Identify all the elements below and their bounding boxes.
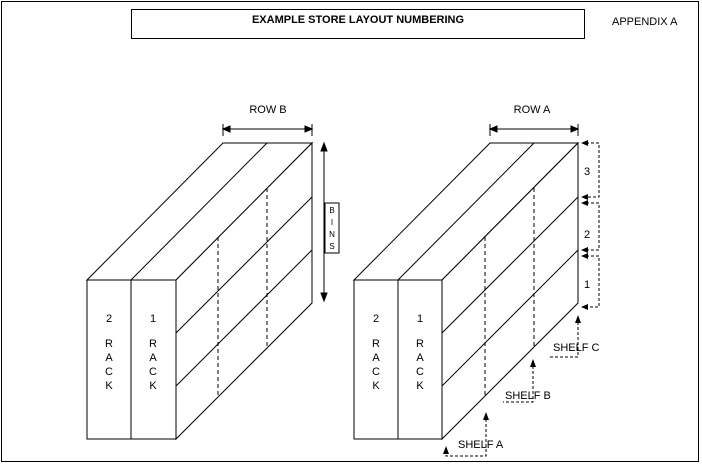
rack-letter: C bbox=[416, 366, 424, 378]
row-b-rack-1-label: 1 R A C K bbox=[149, 313, 157, 392]
shelf-a-label: SHELF A bbox=[458, 439, 504, 451]
row-a-block bbox=[352, 141, 580, 441]
row-a-arrow bbox=[488, 124, 580, 136]
row-b-arrow bbox=[221, 124, 314, 136]
rack-letter: R bbox=[149, 338, 157, 350]
rack-number: 1 bbox=[150, 313, 156, 325]
bin-brackets bbox=[581, 140, 600, 310]
bins-letter: I bbox=[331, 218, 333, 227]
rack-number: 1 bbox=[417, 313, 423, 325]
shelf-leaders bbox=[443, 315, 581, 457]
bin-number-3: 3 bbox=[584, 166, 590, 178]
bin-number-1: 1 bbox=[584, 279, 590, 291]
row-b-rack-1 bbox=[130, 279, 177, 440]
title-box: EXAMPLE STORE LAYOUT NUMBERING bbox=[131, 9, 585, 39]
row-a-rack-2-label: 2 R A C K bbox=[372, 313, 380, 392]
page-title: EXAMPLE STORE LAYOUT NUMBERING bbox=[251, 14, 465, 26]
bins-letter: S bbox=[329, 242, 334, 251]
rack-letter: A bbox=[416, 352, 424, 364]
rack-letter: C bbox=[372, 366, 380, 378]
row-b-rack-2-label: 2 R A C K bbox=[105, 313, 113, 392]
row-a-rack-1 bbox=[397, 279, 443, 440]
rack-letter: K bbox=[149, 380, 157, 392]
bins-letter: B bbox=[329, 206, 334, 215]
shelf-c-label: SHELF C bbox=[553, 342, 600, 354]
bins-label: B I N S bbox=[329, 206, 335, 251]
rack-letter: K bbox=[105, 380, 113, 392]
rack-letter: R bbox=[416, 338, 424, 350]
row-a-rack-1-label: 1 R A C K bbox=[416, 313, 424, 392]
appendix-label: APPENDIX A bbox=[612, 16, 678, 28]
shelf-b-label: SHELF B bbox=[505, 390, 551, 402]
rack-letter: C bbox=[105, 366, 113, 378]
rack-letter: C bbox=[149, 366, 157, 378]
rack-letter: K bbox=[372, 380, 380, 392]
row-a-label: ROW A bbox=[514, 104, 551, 116]
rack-letter: A bbox=[149, 352, 157, 364]
rack-letter: A bbox=[372, 352, 380, 364]
bin-number-2: 2 bbox=[584, 229, 590, 241]
bins-arrow bbox=[320, 141, 340, 303]
bins-letter: N bbox=[329, 230, 335, 239]
row-b-block bbox=[85, 141, 314, 441]
row-b-rack-2 bbox=[86, 279, 132, 440]
row-b-label: ROW B bbox=[249, 104, 286, 116]
rack-letter: R bbox=[105, 338, 113, 350]
rack-number: 2 bbox=[106, 313, 112, 325]
rack-letter: A bbox=[105, 352, 113, 364]
rack-number: 2 bbox=[373, 313, 379, 325]
rack-letter: K bbox=[416, 380, 424, 392]
rack-letter: R bbox=[372, 338, 380, 350]
